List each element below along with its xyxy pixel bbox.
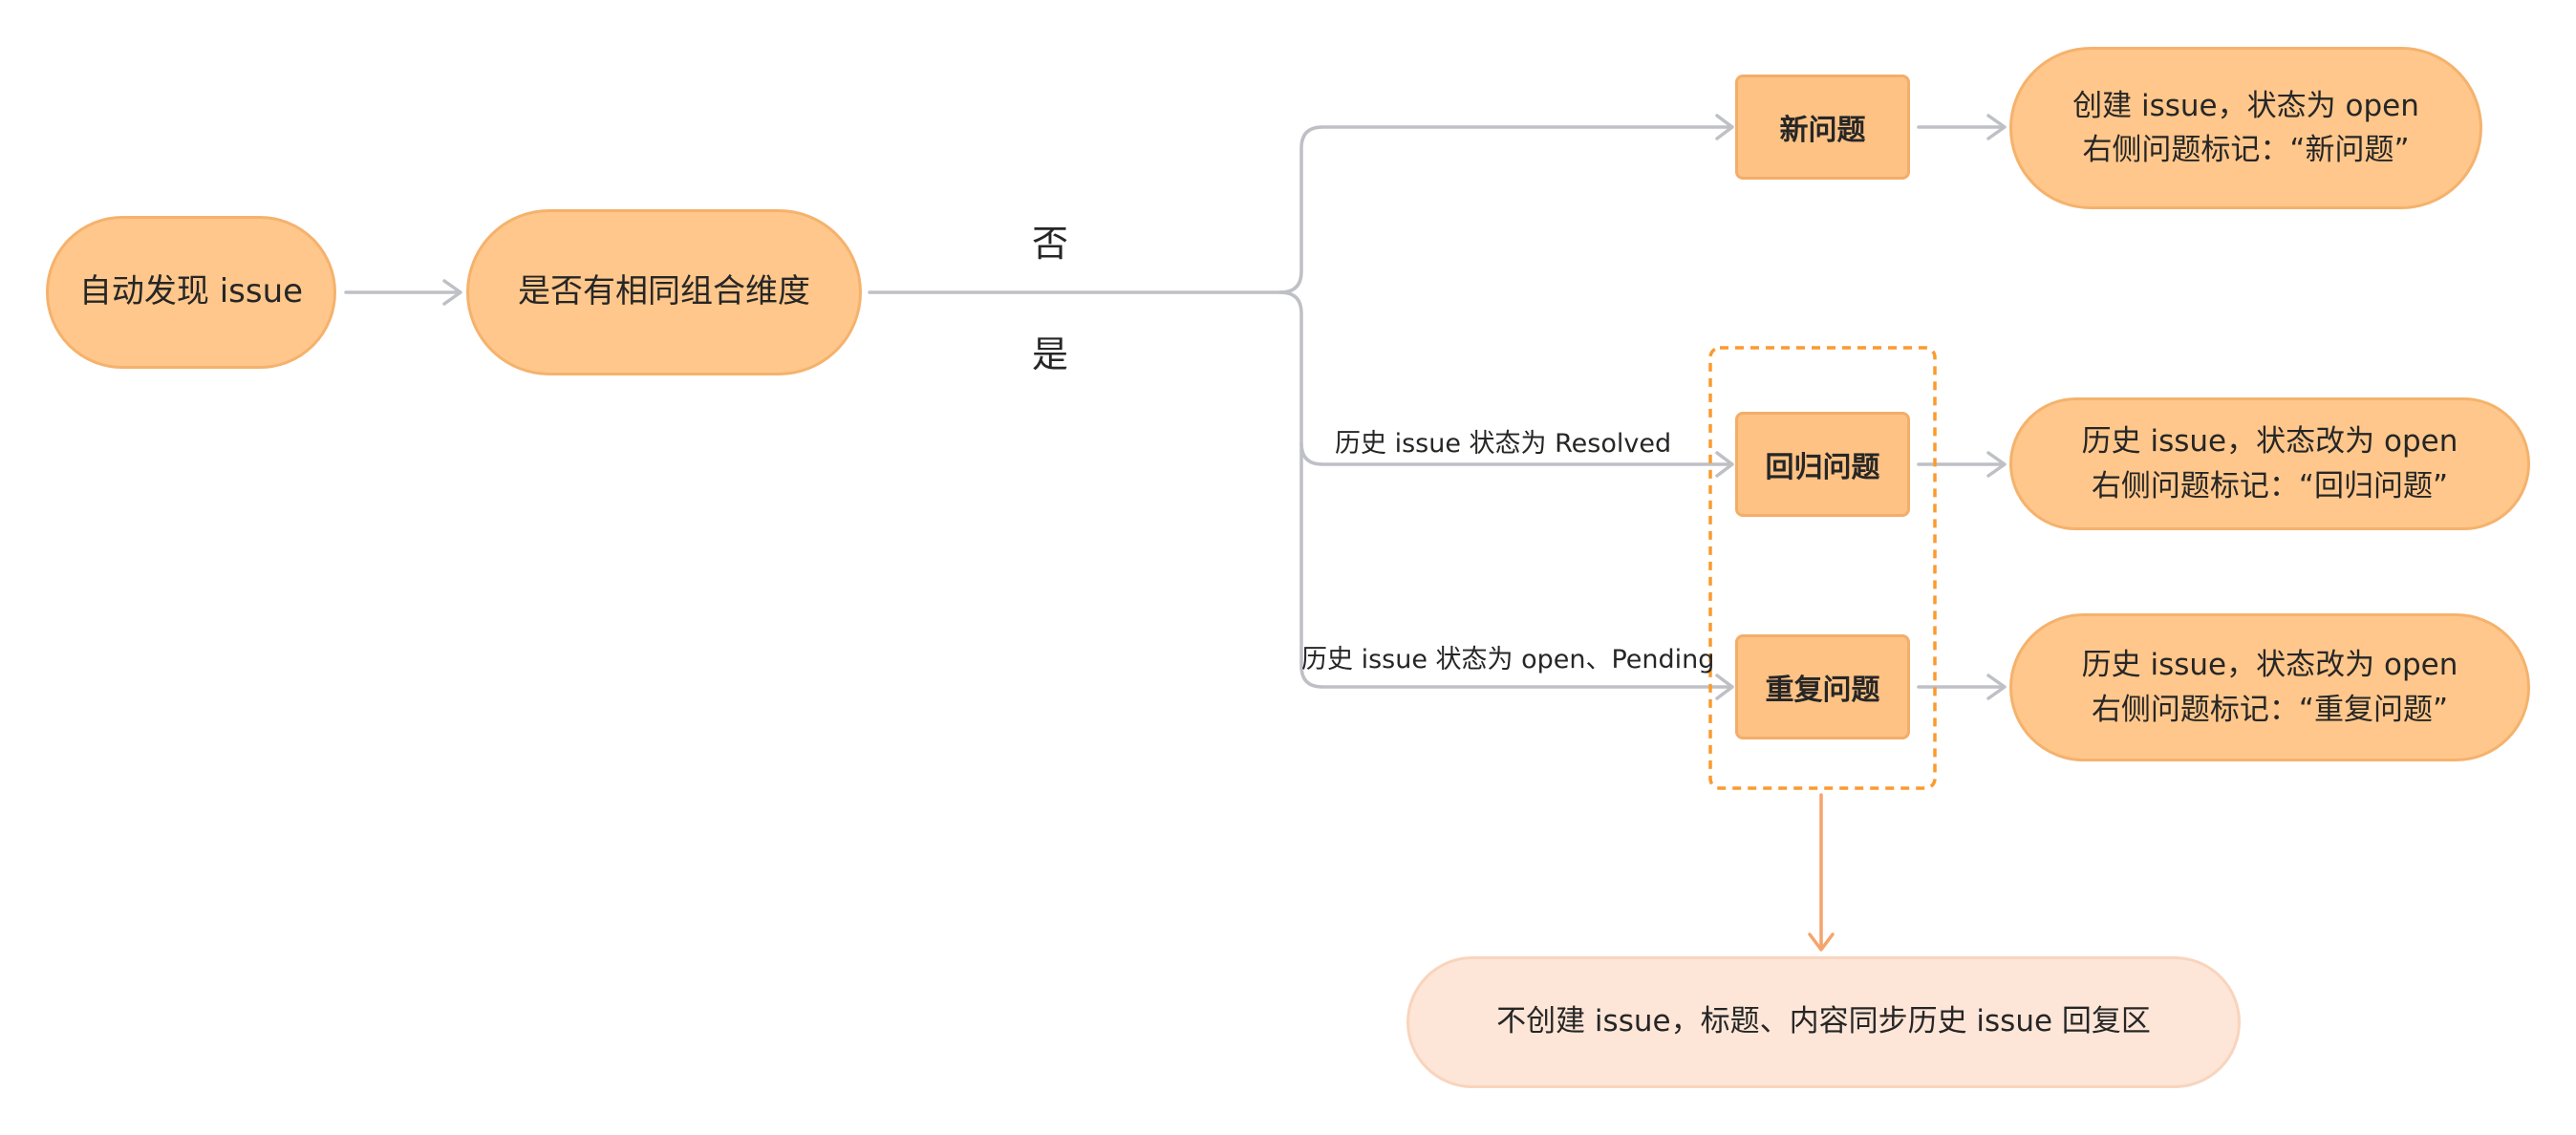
- duplicate-issue-label: 重复问题: [1765, 674, 1880, 707]
- start-node-label: 自动发现 issue: [78, 272, 304, 311]
- edge-resolved-label: 历史 issue 状态为 Resolved: [1335, 429, 1672, 459]
- arrowhead-duplicate-issue: [1715, 674, 1734, 700]
- decision-node: 是否有相同组合维度: [466, 209, 862, 375]
- duplicate-result-node: 历史 issue，状态改为 open 右侧问题标记：“重复问题”: [2009, 613, 2530, 761]
- start-node: 自动发现 issue: [46, 216, 336, 369]
- duplicate-result-line2: 右侧问题标记：“重复问题”: [2091, 692, 2449, 727]
- decision-node-label: 是否有相同组合维度: [518, 272, 810, 311]
- no-create-label: 不创建 issue，标题、内容同步历史 issue 回复区: [1496, 1004, 2151, 1039]
- connector-branch-no: [1278, 125, 1731, 294]
- new-result-text: 创建 issue，状态为 open 右侧问题标记：“新问题”: [2072, 84, 2419, 173]
- connector-branch-yes: [1278, 290, 1731, 689]
- arrowhead-new-result: [1986, 114, 2007, 140]
- duplicate-issue-node: 重复问题: [1735, 634, 1910, 739]
- branch-no-label: 否: [1032, 223, 1069, 265]
- arrowhead-start-to-decision: [442, 279, 462, 306]
- arrowhead-duplicate-result: [1986, 674, 2007, 700]
- arrowhead-regression-issue: [1715, 451, 1734, 478]
- arrowhead-bottom: [1808, 932, 1835, 952]
- regression-issue-label: 回归问题: [1765, 451, 1880, 484]
- edge-open-pending-label: 历史 issue 状态为 open、Pending: [1301, 645, 1715, 675]
- regression-result-text: 历史 issue，状态改为 open 右侧问题标记：“回归问题”: [2082, 419, 2458, 508]
- connector-branch-resolved: [1299, 441, 1731, 466]
- new-result-node: 创建 issue，状态为 open 右侧问题标记：“新问题”: [2009, 47, 2482, 209]
- regression-result-line2: 右侧问题标记：“回归问题”: [2091, 468, 2449, 503]
- duplicate-result-line1: 历史 issue，状态改为 open: [2081, 648, 2458, 682]
- new-result-line1: 创建 issue，状态为 open: [2072, 88, 2419, 123]
- regression-result-node: 历史 issue，状态改为 open 右侧问题标记：“回归问题”: [2009, 397, 2530, 530]
- regression-issue-node: 回归问题: [1735, 412, 1910, 517]
- dashed-group-box: [1708, 346, 1937, 790]
- branch-yes-label: 是: [1032, 333, 1069, 375]
- duplicate-result-text: 历史 issue，状态改为 open 右侧问题标记：“重复问题”: [2082, 643, 2458, 732]
- new-issue-node: 新问题: [1735, 75, 1910, 180]
- regression-result-line1: 历史 issue，状态改为 open: [2081, 424, 2458, 459]
- arrowhead-regression-result: [1986, 451, 2007, 478]
- no-create-node: 不创建 issue，标题、内容同步历史 issue 回复区: [1406, 956, 2241, 1088]
- arrowhead-new-issue: [1715, 114, 1734, 140]
- new-result-line2: 右侧问题标记：“新问题”: [2082, 133, 2410, 167]
- new-issue-label: 新问题: [1779, 114, 1866, 147]
